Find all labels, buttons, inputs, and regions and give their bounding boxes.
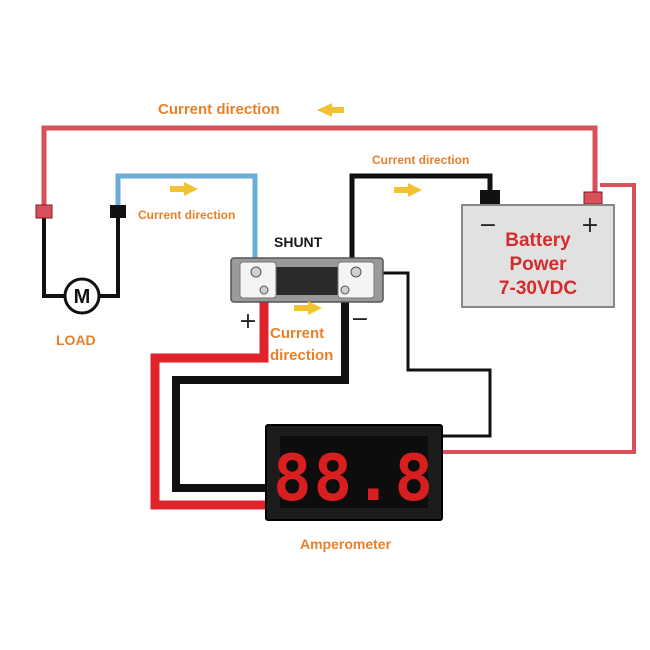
shunt-screw-right-bottom: [340, 285, 350, 295]
battery-label-line2: Power: [509, 254, 567, 275]
wire-thin-black-meter: [380, 271, 492, 438]
wire-battery-plus-to-meter: [442, 183, 636, 454]
wire-blue: [115, 173, 258, 260]
arrow-black-wire: [394, 183, 422, 197]
battery-plus-sign: +: [581, 213, 599, 238]
battery-label-line1: Battery: [505, 230, 571, 251]
amperometer-screen: [280, 436, 428, 508]
label-current-direction-right: Current direction: [372, 153, 469, 167]
motor-symbol: M: [74, 286, 91, 308]
wire-top-loop: [41, 125, 598, 205]
wire-load-loop-path: [42, 218, 120, 298]
label-current-direction-left: Current direction: [138, 208, 235, 222]
label-amperometer: Amperometer: [300, 536, 392, 552]
amperometer-display: 88.8: [273, 442, 435, 516]
connector-load-right: [110, 205, 126, 218]
shunt-screw-right-top: [350, 266, 362, 278]
battery-body: [461, 204, 615, 308]
battery-terminal-plus: [583, 191, 603, 205]
wire-shunt-to-battery-minus: [349, 173, 493, 262]
arrow-shunt-middle: [294, 301, 322, 315]
shunt-screw-left-top: [250, 266, 262, 278]
battery-label-line3: 7-30VDC: [499, 278, 577, 299]
connector-load-left: [35, 204, 53, 219]
shunt-plus-sign: +: [239, 309, 257, 334]
arrow-blue-wire: [170, 182, 198, 196]
label-current-direction-top: Current direction: [158, 101, 280, 118]
wire-red-sense: [150, 290, 269, 510]
shunt-minus-sign: −: [351, 307, 369, 332]
battery-terminal-minus: [480, 190, 500, 204]
label-load: LOAD: [56, 332, 96, 348]
label-current-direction-mid-1: Current: [270, 325, 324, 342]
label-shunt: SHUNT: [274, 234, 323, 250]
shunt-bar: [270, 267, 344, 295]
shunt-screw-left-bottom: [259, 285, 269, 295]
wire-black-sense: [172, 290, 349, 492]
battery-minus-sign: −: [479, 213, 497, 238]
motor-circle: [63, 277, 101, 315]
label-current-direction-mid-2: direction: [270, 347, 333, 364]
arrow-top-left: [317, 103, 344, 117]
